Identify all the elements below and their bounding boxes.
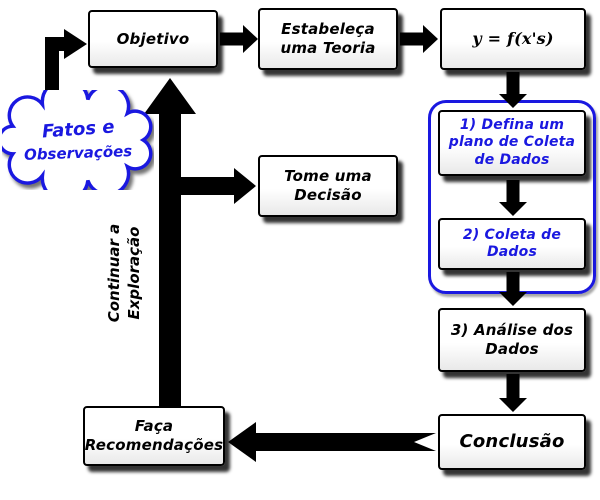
node-faca-recomendacoes: Faça Recomendações (83, 406, 225, 466)
cloud-label: Fatos e Observações (2, 90, 154, 190)
node-conclusao: Conclusão (438, 414, 586, 470)
cloud-label-line1: Fatos e (41, 115, 115, 143)
node-tome-decisao: Tome uma Decisão (258, 155, 398, 217)
node-formula: y = f(x's) (440, 8, 586, 70)
node-defina-plano-coleta: 1) Defina um plano de Coleta de Dados (438, 110, 586, 176)
node-objetivo: Objetivo (88, 10, 218, 68)
cloud-label-line2: Observações (23, 141, 133, 164)
node-defina-plano-coleta-label: 1) Defina um plano de Coleta de Dados (448, 116, 576, 168)
arrow-objetivo-to-teoria (220, 25, 258, 53)
node-conclusao-label: Conclusão (459, 430, 565, 452)
node-tome-decisao-label: Tome uma Decisão (284, 167, 372, 204)
node-objetivo-label: Objetivo (116, 29, 190, 48)
continuar-exploracao-label: Continuar a Exploração (105, 223, 144, 323)
node-coleta-dados: 2) Coleta de Dados (438, 218, 586, 270)
node-coleta-dados-label: 2) Coleta de Dados (462, 226, 562, 261)
arrow-analise-to-conclusao (499, 374, 527, 412)
node-estabeleca-teoria-label: Estabeleça uma Teoria (280, 20, 376, 57)
node-faca-recomendacoes-label: Faça Recomendações (84, 417, 224, 454)
node-analise-dados: 3) Análise dos Dados (438, 308, 586, 372)
arrow-teoria-to-formula (400, 25, 438, 53)
node-formula-label: y = f(x's) (472, 29, 554, 48)
arrow-branch-to-decisao (178, 168, 256, 204)
node-analise-dados-label: 3) Análise dos Dados (450, 321, 574, 358)
cloud-fatos-observacoes: Fatos e Observações (2, 90, 154, 190)
arrow-fatos-to-objetivo-head (64, 29, 87, 59)
arrow-conclusao-to-recomendacoes (228, 422, 436, 462)
node-estabeleca-teoria: Estabeleça uma Teoria (258, 8, 398, 70)
cloud-shape (2, 90, 153, 190)
